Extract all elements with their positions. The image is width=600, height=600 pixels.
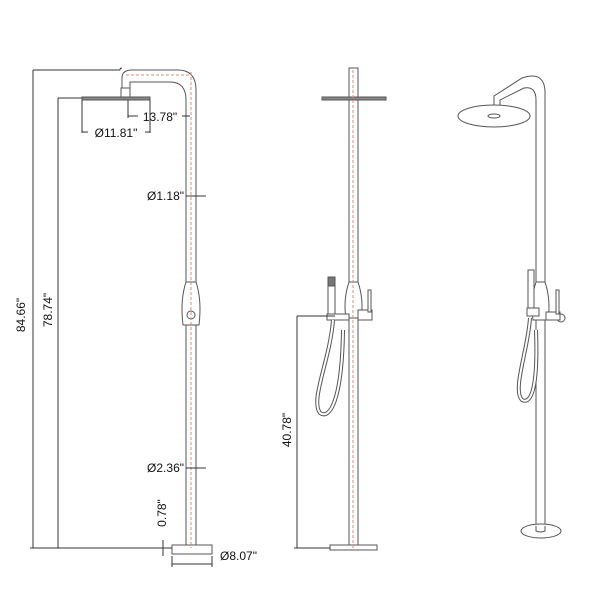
side-view: 40.78" bbox=[280, 67, 387, 551]
dim-head-diameter: Ø11.81" bbox=[95, 126, 138, 140]
dim-upper-pipe: Ø1.18" bbox=[147, 189, 184, 203]
dim-base-diameter: Ø8.07" bbox=[220, 549, 257, 563]
perspective-view bbox=[457, 75, 566, 539]
dim-handshower-height: 40.78" bbox=[280, 413, 294, 447]
front-view: 84.66" 78.74" 13.78" Ø11.81" Ø1.18" Ø2.3… bbox=[14, 67, 257, 567]
dim-base-thickness: 0.78" bbox=[155, 499, 169, 527]
dim-arm-reach: 13.78" bbox=[143, 110, 177, 124]
dim-lower-pipe: Ø2.36" bbox=[147, 461, 184, 475]
dim-head-height: 78.74" bbox=[41, 293, 55, 327]
dim-total-height: 84.66" bbox=[14, 298, 28, 332]
